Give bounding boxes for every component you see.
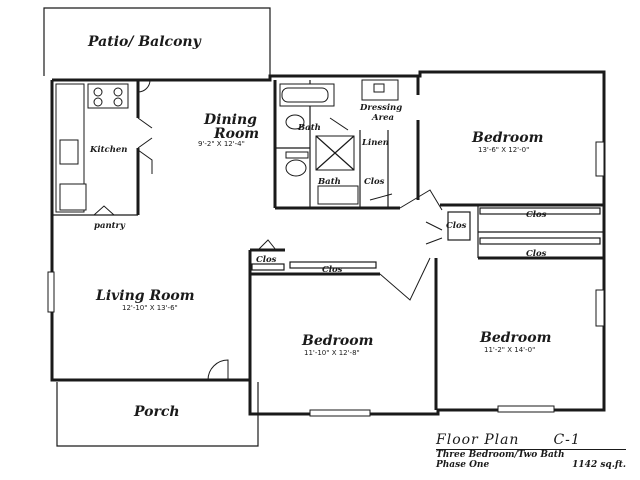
caption-line2-right: 1142 sq.ft. xyxy=(572,460,626,470)
porch-label: Porch xyxy=(133,404,180,420)
living-dims: 12'-10" X 13'-6" xyxy=(122,304,178,312)
dressing-label-line2: Area xyxy=(371,113,394,123)
closet-hall-long-label: Clos xyxy=(322,265,343,275)
floor-plan-caption: Floor Plan C-1 Three Bedroom/Two Bath Ph… xyxy=(436,432,626,470)
closet-mid-right-label: Clos xyxy=(526,249,547,259)
closet-shelves xyxy=(251,207,601,271)
bath1-label: Bath xyxy=(297,123,321,133)
caption-title-row: Floor Plan C-1 xyxy=(436,432,626,450)
closet-hall-small-label: Clos xyxy=(446,221,467,231)
caption-line2-left: Phase One xyxy=(436,460,490,470)
linen-label: Linen xyxy=(361,138,389,148)
kitchen-label: Kitchen xyxy=(89,145,128,155)
dining-dims: 9'-2" X 12'-4" xyxy=(198,140,245,148)
bath-closet-label: Clos xyxy=(364,177,385,187)
caption-code: C-1 xyxy=(553,432,581,448)
caption-line2: Phase One 1142 sq.ft. xyxy=(436,460,626,470)
windows xyxy=(47,141,605,417)
pantry-label: pantry xyxy=(94,221,126,231)
interior-walls xyxy=(52,76,604,410)
fixtures xyxy=(55,79,399,213)
dining-label-line1: Dining xyxy=(203,112,257,128)
bedroom-top-dims: 13'-6" X 12'-0" xyxy=(478,146,529,154)
closet-top-right-label: Clos xyxy=(526,210,547,220)
patio-outline xyxy=(43,7,271,76)
living-label: Living Room xyxy=(95,288,195,304)
bedroom-right-dims: 11'-2" X 14'-0" xyxy=(484,346,535,354)
exterior-walls xyxy=(50,70,606,416)
dressing-label-line1: Dressing xyxy=(359,103,402,113)
dining-label-line2: Room xyxy=(213,126,259,142)
patio-label: Patio/ Balcony xyxy=(87,34,202,50)
caption-title: Floor Plan xyxy=(436,432,520,448)
caption-line1: Three Bedroom/Two Bath xyxy=(436,450,626,460)
bedroom-top-label: Bedroom xyxy=(471,130,543,146)
bedroom-mid-dims: 11'-10" X 12'-8" xyxy=(304,349,360,357)
bath2-label: Bath xyxy=(317,177,341,187)
bedroom-right-label: Bedroom xyxy=(479,330,551,346)
closet-hall-left-label: Clos xyxy=(256,255,277,265)
bedroom-mid-label: Bedroom xyxy=(301,333,373,349)
caption-line1-left: Three Bedroom/Two Bath xyxy=(436,450,565,460)
doors xyxy=(93,79,443,381)
